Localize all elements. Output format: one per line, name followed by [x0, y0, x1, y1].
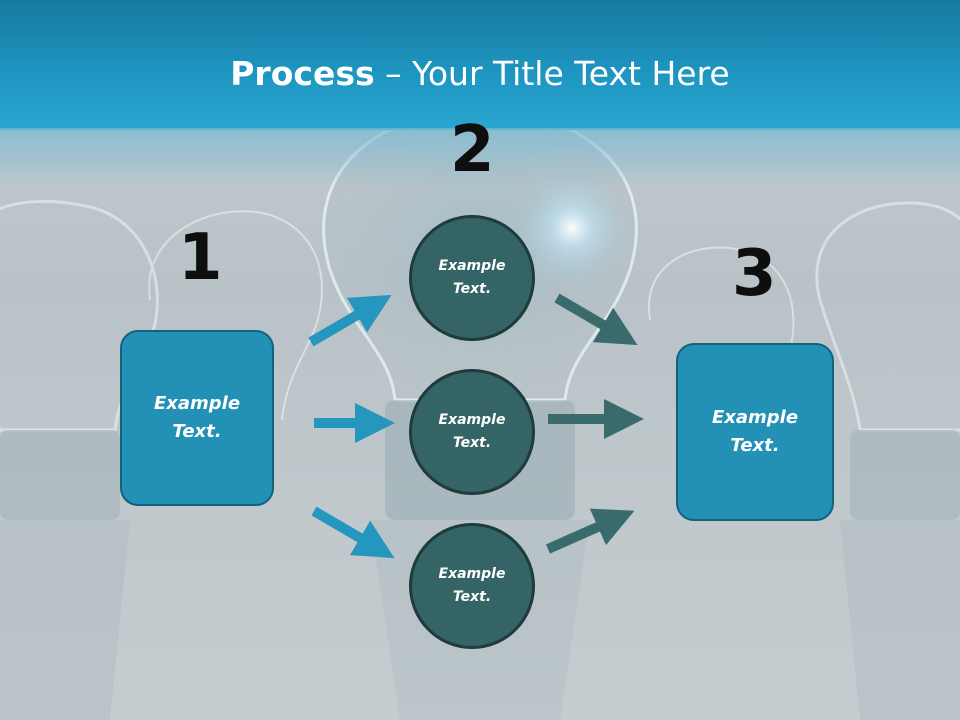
arrow-bottom-to-right	[545, 508, 635, 554]
step-number-1: 1	[178, 221, 223, 295]
step-number-2: 2	[450, 113, 495, 187]
slide-title: Process – Your Title Text Here	[0, 54, 960, 94]
arrow-left-to-bottom	[311, 506, 395, 559]
left-box-label: Example Text.	[153, 393, 241, 442]
title-bar	[0, 0, 960, 130]
circle-middle: Example Text.	[409, 369, 535, 495]
title-bold: Process	[230, 54, 375, 93]
circle-bottom: Example Text.	[409, 523, 535, 649]
title-bar-fade	[0, 128, 960, 188]
circle-top-label: Example Text.	[438, 258, 506, 297]
left-bulbs-icon	[0, 199, 323, 720]
circle-top: Example Text.	[409, 215, 535, 341]
right-box-label: Example Text.	[711, 407, 799, 456]
right-box: Example Text.	[676, 343, 834, 521]
left-box: Example Text.	[120, 330, 274, 506]
circle-bottom-label: Example Text.	[438, 566, 506, 605]
title-rest: – Your Title Text Here	[374, 54, 730, 93]
right-bulbs-icon	[647, 201, 960, 720]
circle-middle-label: Example Text.	[438, 412, 506, 451]
arrow-top-to-right	[554, 293, 638, 346]
step-number-3: 3	[732, 237, 777, 311]
arrow-left-to-top	[308, 294, 392, 347]
